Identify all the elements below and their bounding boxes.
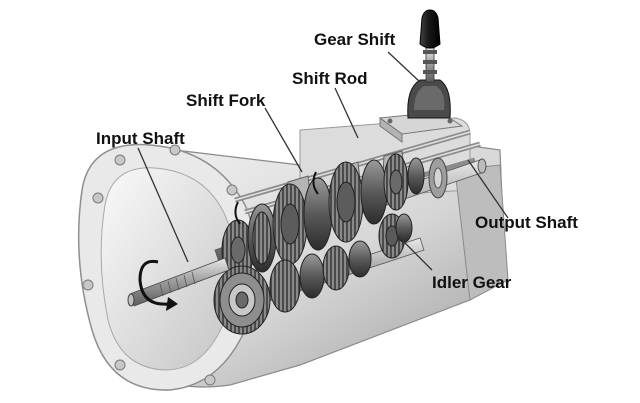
gear-shift-label: Gear Shift	[314, 30, 396, 49]
output-shaft-label: Output Shaft	[475, 213, 578, 232]
countershaft	[213, 237, 425, 335]
main-gear-cluster	[221, 153, 425, 281]
input-shaft-leader	[137, 147, 189, 263]
shift-fork-label: Shift Fork	[186, 91, 266, 110]
output-shaft-leader	[467, 159, 509, 219]
shift-fork-leader	[264, 107, 303, 173]
input-rotation-arrow	[138, 259, 169, 306]
shift-rod-leader	[334, 87, 359, 139]
gear-rotation-arrow-2	[312, 171, 319, 195]
gear-shift-leader	[387, 51, 421, 83]
shift-tower	[378, 79, 464, 143]
callout-labels: Gear Shift Shift Rod Shift Fork Input Sh…	[96, 30, 578, 292]
rotation-arrows	[138, 171, 319, 311]
idler-gear-label: Idler Gear	[432, 273, 512, 292]
input-shaft	[127, 257, 230, 307]
idler-gear	[378, 213, 413, 259]
shift-rod-label: Shift Rod	[292, 69, 368, 88]
gear-rotation-arrow-1	[234, 201, 241, 225]
flange-bolts	[82, 144, 238, 386]
idler-gear-leader	[397, 235, 433, 271]
gear-shift-lever	[423, 47, 437, 83]
gear-shift-knob	[419, 9, 441, 49]
leader-lines	[137, 51, 509, 271]
input-rotation-arrowhead	[166, 297, 178, 311]
input-shaft-label: Input Shaft	[96, 129, 185, 148]
